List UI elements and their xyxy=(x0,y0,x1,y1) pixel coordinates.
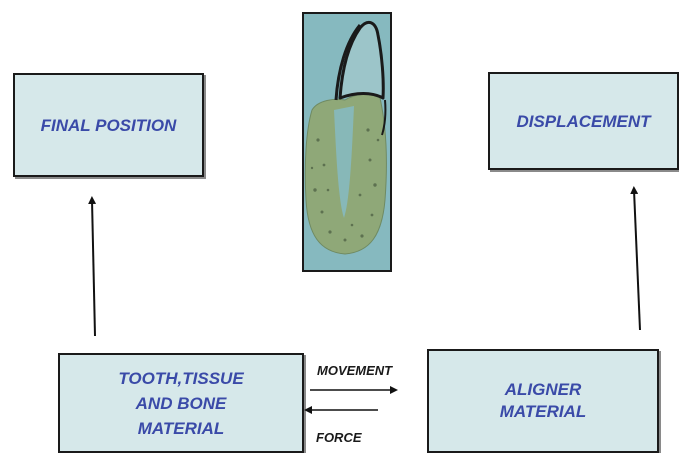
tooth-cross-section-icon xyxy=(0,0,679,453)
